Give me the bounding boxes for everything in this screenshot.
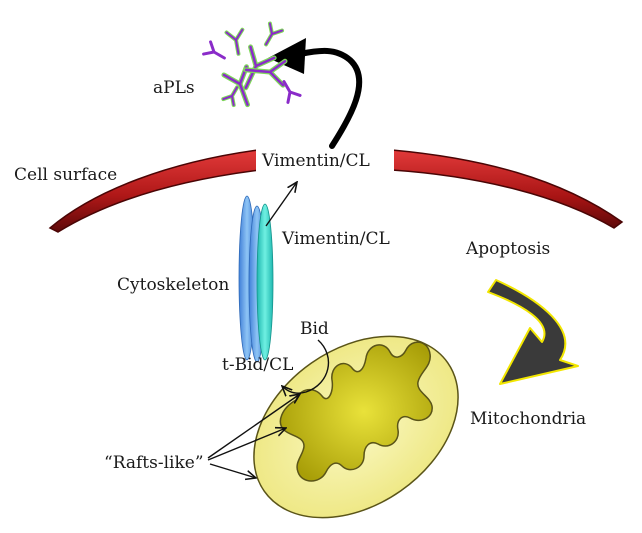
cytoskeleton-filaments: [238, 195, 274, 363]
mitochondrion: [253, 335, 459, 519]
rafts-like-arrows: [207, 394, 300, 478]
bid-label: Bid: [300, 319, 329, 339]
vimentin-translocation-arrow: [265, 182, 297, 227]
cell-membrane-right-arc: [391, 149, 624, 229]
cell-membrane: [48, 146, 624, 233]
cell-surface-label: Cell surface: [14, 165, 117, 185]
vimentin-cl-surface-box: [256, 146, 394, 172]
mitochondrion-cristae: [279, 341, 433, 482]
antibody-y-icon: [282, 80, 302, 104]
apoptosis-arrow: [487, 279, 579, 385]
bid-to-tbid-arrow: [282, 339, 330, 393]
antibody-y-icon: [264, 21, 285, 47]
filament-cyan: [256, 203, 274, 361]
rafts-like-label: “Rafts-like”: [104, 453, 204, 473]
antibody-y-icon: [221, 85, 239, 108]
antibody-y-icon: [224, 27, 245, 56]
antibody-y-icon: [243, 58, 288, 88]
apoptosis-label: Apoptosis: [465, 239, 550, 259]
tbid-cl-label: t-Bid/CL: [222, 355, 293, 375]
cell-surface-to-apls-arrow: [268, 38, 363, 149]
cell-membrane-left-arc: [48, 149, 261, 233]
cytoskeleton-label: Cytoskeleton: [117, 275, 229, 295]
vimentin-cl-cytoplasm-label: Vimentin/CL: [281, 229, 390, 249]
vimentin-cl-surface-label: Vimentin/CL: [261, 151, 370, 171]
apls-antibody-cluster: [202, 21, 302, 108]
mitochondria-label: Mitochondria: [470, 409, 586, 429]
antibody-y-icon: [202, 40, 226, 60]
apls-label: aPLs: [153, 78, 195, 98]
